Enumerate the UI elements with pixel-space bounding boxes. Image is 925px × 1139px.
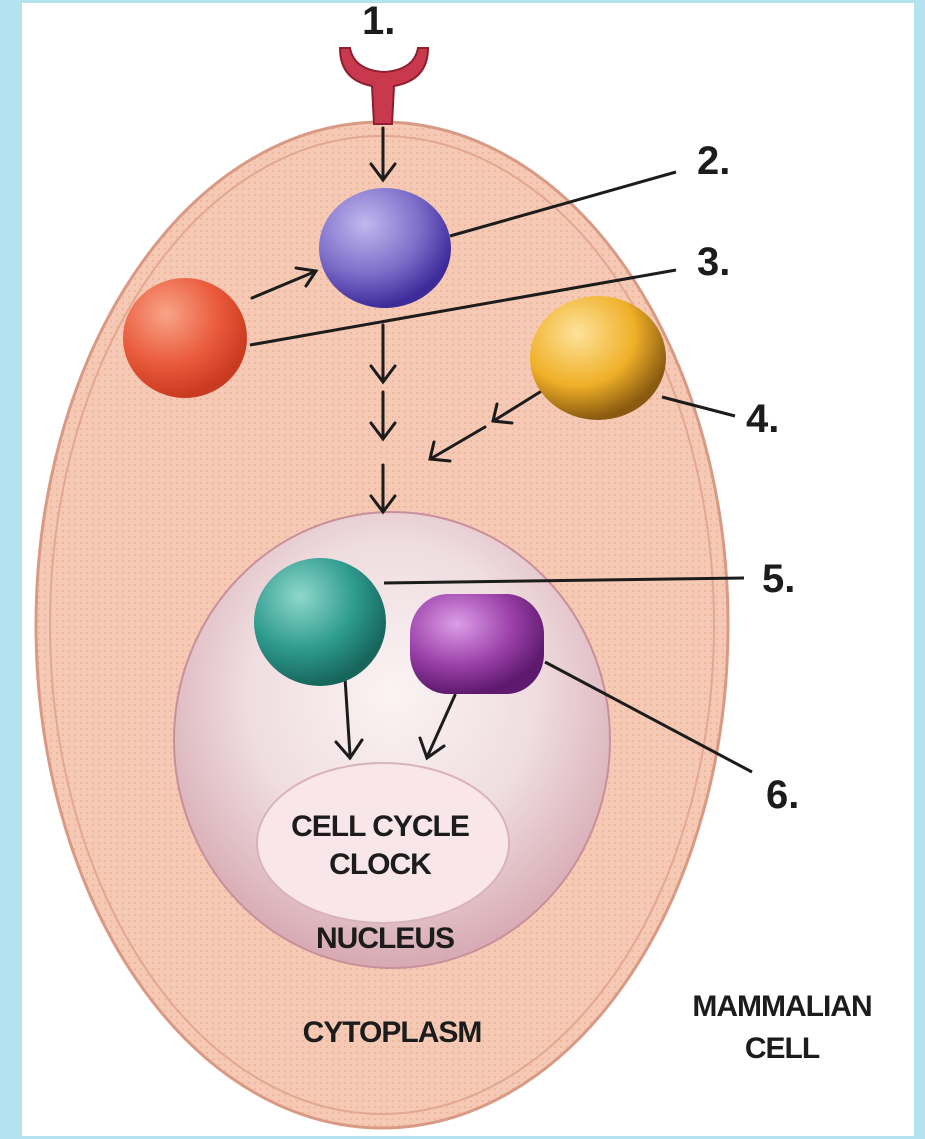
cytoplasm-label: CYTOPLASM bbox=[303, 1016, 482, 1049]
clock-label-line2: CLOCK bbox=[329, 848, 432, 881]
label-1: 1. bbox=[362, 0, 395, 43]
clock-label-line1: CELL CYCLE bbox=[291, 810, 469, 843]
label-2: 2. bbox=[697, 139, 730, 183]
label-3: 3. bbox=[697, 240, 730, 284]
cell-cycle-clock bbox=[257, 763, 509, 923]
protein-6 bbox=[410, 594, 544, 694]
label-6: 6. bbox=[766, 773, 799, 817]
label-4: 4. bbox=[746, 397, 779, 441]
mammalian-label-line2: CELL bbox=[745, 1032, 820, 1065]
protein-2 bbox=[319, 188, 451, 308]
mammalian-label-line1: MAMMALIAN bbox=[692, 990, 871, 1023]
label-5: 5. bbox=[762, 557, 795, 601]
protein-3 bbox=[123, 278, 247, 398]
protein-5 bbox=[254, 558, 386, 686]
nucleus-label: NUCLEUS bbox=[316, 922, 454, 955]
receptor-icon bbox=[340, 48, 428, 124]
protein-4 bbox=[530, 296, 666, 420]
